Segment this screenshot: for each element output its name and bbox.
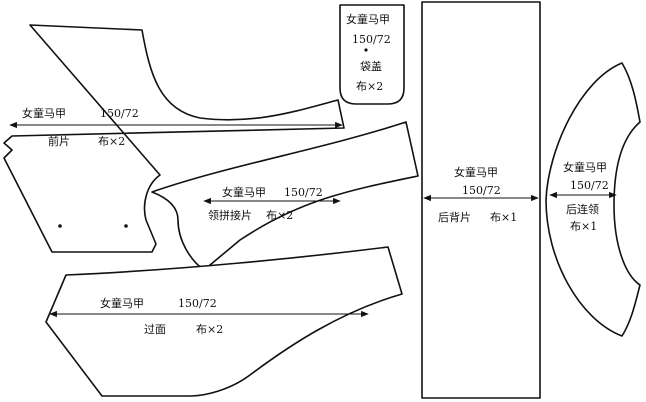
pocket-size: 150/72 xyxy=(352,33,391,46)
collar-qty: 布×1 xyxy=(570,220,597,233)
joint-size: 150/72 xyxy=(284,186,323,199)
front-size: 150/72 xyxy=(100,107,139,120)
front-marker-dot xyxy=(58,224,62,228)
pocket-flap-piece: 女童马甲 150/72 袋盖 布×2 xyxy=(339,4,405,105)
facing-size: 150/72 xyxy=(178,297,217,310)
collar-part: 后连领 xyxy=(566,203,599,216)
facing-name: 女童马甲 xyxy=(100,296,144,310)
facing-piece: 女童马甲 150/72 过面 布×2 xyxy=(45,246,403,397)
pocket-qty: 布×2 xyxy=(356,80,383,93)
back-piece: 女童马甲 150/72 后背片 布×1 xyxy=(421,1,541,399)
back-name: 女童马甲 xyxy=(454,165,498,179)
back-part: 后背片 xyxy=(438,210,471,224)
front-part: 前片 xyxy=(48,134,70,148)
back-qty: 布×1 xyxy=(490,211,517,224)
collar-size: 150/72 xyxy=(570,179,609,192)
back-size: 150/72 xyxy=(462,184,501,197)
collar-joint-piece: 女童马甲 150/72 领拼接片 布×2 xyxy=(151,121,419,271)
collar-name: 女童马甲 xyxy=(563,160,607,174)
joint-part: 领拼接片 xyxy=(208,208,252,222)
pocket-name: 女童马甲 xyxy=(346,12,390,26)
front-name: 女童马甲 xyxy=(22,106,66,120)
facing-qty: 布×2 xyxy=(196,323,223,336)
facing-part: 过面 xyxy=(144,323,166,336)
back-collar-piece: 女童马甲 150/72 后连领 布×1 xyxy=(545,62,641,337)
pocket-part: 袋盖 xyxy=(360,59,382,73)
pocket-marker-dot xyxy=(364,48,368,52)
front-piece: 女童马甲 150/72 前片 布×2 xyxy=(3,24,345,253)
front-marker-dot xyxy=(124,224,128,228)
joint-name: 女童马甲 xyxy=(222,185,266,199)
front-qty: 布×2 xyxy=(98,135,125,148)
joint-qty: 布×2 xyxy=(266,209,293,222)
